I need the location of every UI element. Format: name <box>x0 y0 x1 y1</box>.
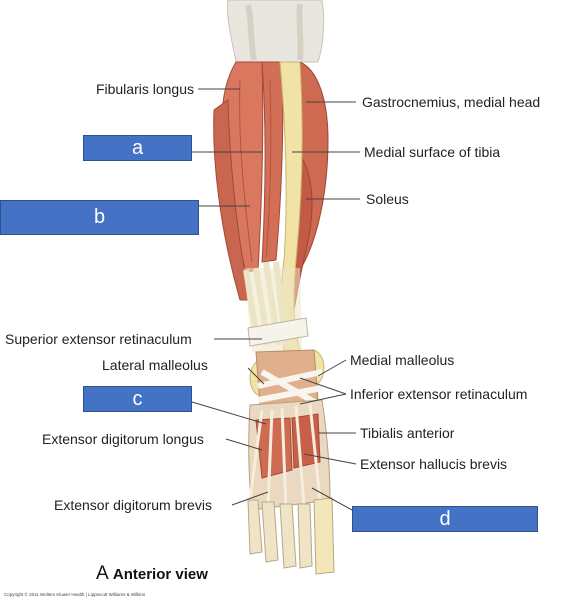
muscle-striation-1 <box>239 79 253 263</box>
label-medial-surface-tibia: Medial surface of tibia <box>364 144 501 160</box>
view-letter: A <box>96 563 109 584</box>
label-fibularis-longus: Fibularis longus <box>95 81 194 97</box>
extensor-digitorum-brevis-muscle <box>255 417 293 479</box>
answer-box-b[interactable]: b <box>0 200 199 235</box>
leader-d <box>311 487 353 511</box>
copyright-text: Copyright © 2011 Wolters Kluwer Health |… <box>4 592 146 597</box>
leader-ehb <box>303 453 357 465</box>
leader-inferior-retinaculum-1 <box>299 377 347 395</box>
answer-box-a[interactable]: a <box>83 135 192 161</box>
label-lateral-malleolus: Lateral malleolus <box>102 357 208 373</box>
inferior-retinaculum-band <box>257 369 323 407</box>
muscle-striation-2 <box>265 79 272 259</box>
label-extensor-digitorum-brevis: Extensor digitorum brevis <box>54 497 212 513</box>
leader-inferior-retinaculum-2 <box>299 393 347 405</box>
label-gastrocnemius: Gastrocnemius, medial head <box>362 94 541 110</box>
toe-4 <box>297 503 313 569</box>
view-title: Anterior view <box>112 566 208 583</box>
leader-lines <box>191 88 360 511</box>
view-caption: A Anterior view <box>96 563 208 585</box>
toe-1 <box>247 499 263 555</box>
leader-lateral-malleolus <box>247 367 265 385</box>
tibialis-anterior-muscle <box>261 61 284 263</box>
leader-edl <box>225 438 263 451</box>
label-extensor-digitorum-longus: Extensor digitorum longus <box>42 431 204 447</box>
label-extensor-hallucis-brevis: Extensor hallucis brevis <box>360 456 508 472</box>
leader-medial-malleolus <box>317 359 347 377</box>
leader-c <box>191 401 267 425</box>
foot-tendons <box>248 403 322 509</box>
knee-tendon <box>245 3 304 61</box>
label-medial-malleolus: Medial malleolus <box>350 352 455 368</box>
label-tibialis-anterior: Tibialis anterior <box>360 425 455 441</box>
leader-edb <box>231 491 269 506</box>
label-inferior-extensor-retinaculum: Inferior extensor retinaculum <box>350 386 528 402</box>
toe-big <box>313 497 335 575</box>
toe-3 <box>279 503 297 569</box>
label-soleus: Soleus <box>366 191 409 207</box>
answer-box-c[interactable]: c <box>83 386 192 412</box>
label-superior-extensor-retinaculum: Superior extensor retinaculum <box>5 331 192 347</box>
answer-box-d[interactable]: d <box>352 506 538 532</box>
superior-retinaculum-band <box>247 317 309 347</box>
knee-region <box>227 0 325 63</box>
toe-2 <box>261 501 279 563</box>
